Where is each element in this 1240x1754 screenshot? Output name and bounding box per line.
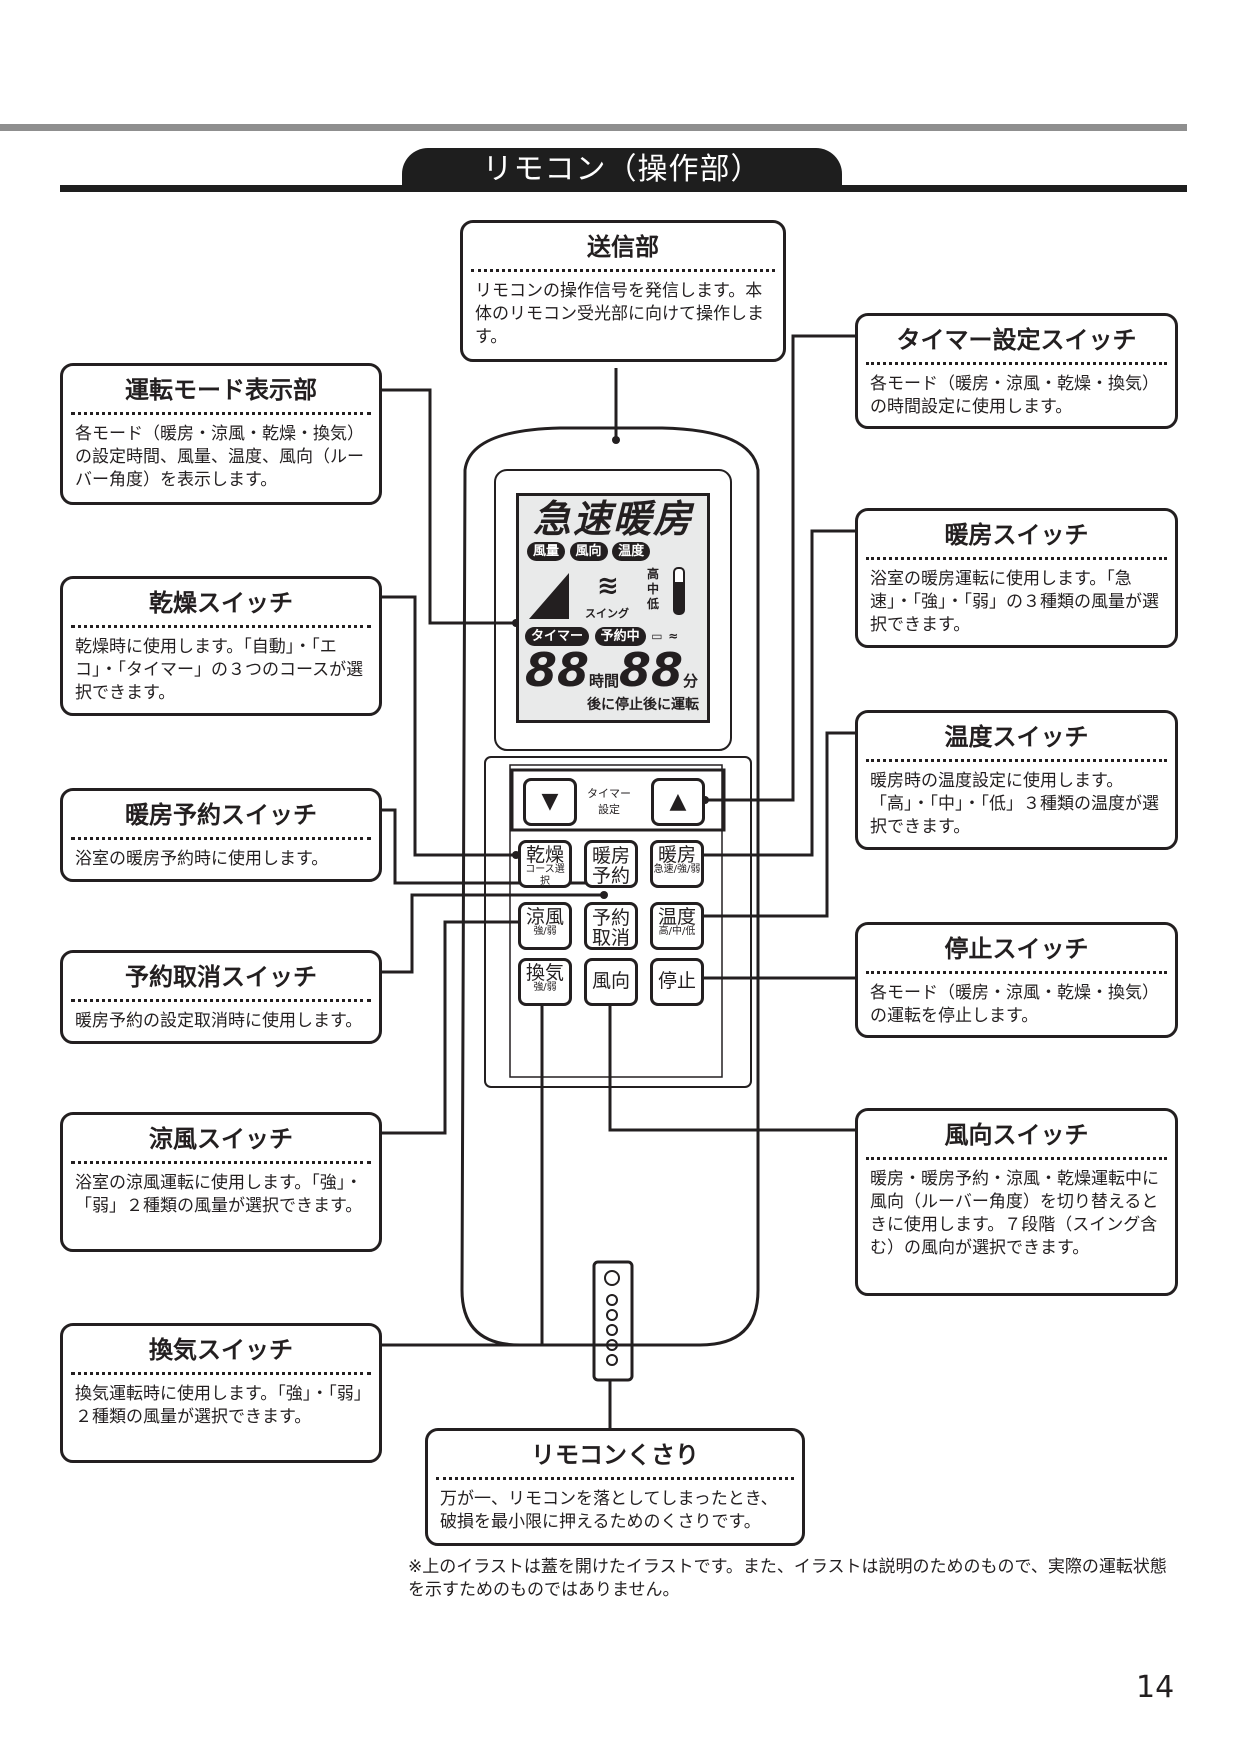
callout-title: 予約取消スイッチ	[71, 953, 371, 1002]
callout-desc: 万が一、リモコンを落としてしまったとき、破損を最小限に押えるためのくさりです。	[440, 1489, 778, 1532]
cool-button[interactable]: 涼風強/弱	[518, 902, 572, 950]
callout-dry-switch: 乾燥スイッチ 乾燥時に使用します。「自動」・「エコ」・「タイマー」の３つのコース…	[60, 576, 382, 716]
callout-cool-switch: 涼風スイッチ 浴室の涼風運転に使用します。「強」・「弱」２種類の風量が選択できま…	[60, 1112, 382, 1252]
callout-desc: リモコンの操作信号を発信します。本体のリモコン受光部に向けて操作します。	[475, 281, 764, 347]
callout-direction-switch: 風向スイッチ 暖房・暖房予約・涼風・乾燥運転中に風向（ルーバー角度）を切り替える…	[855, 1108, 1178, 1296]
callout-desc: 暖房予約の設定取消時に使用します。	[75, 1011, 363, 1031]
callout-desc: 暖房時の温度設定に使用します。「高」・「中」・「低」３種類の温度が選択できます。	[870, 771, 1159, 837]
callout-title: 風向スイッチ	[866, 1111, 1167, 1160]
lcd-digits: 88時間88分	[519, 646, 707, 694]
callout-transmitter: 送信部 リモコンの操作信号を発信します。本体のリモコン受光部に向けて操作します。	[460, 220, 786, 362]
cool-button-label: 涼風	[525, 906, 564, 928]
heat-reserve-button[interactable]: 暖房予約	[584, 840, 638, 888]
timer-label: タイマー設定	[587, 787, 631, 816]
vent-button-label: 換気	[525, 962, 564, 984]
callout-title: タイマー設定スイッチ	[866, 316, 1167, 365]
lcd-tags: 風量 風向 温度	[519, 542, 707, 561]
callout-desc: 換気運転時に使用します。「強」・「弱」２種類の風量が選択できます。	[75, 1384, 363, 1427]
callout-title: リモコンくさり	[436, 1431, 794, 1480]
heat-button-label: 暖房	[657, 844, 696, 866]
callout-title: 運転モード表示部	[71, 366, 371, 415]
battery-icon: ▭	[651, 629, 663, 643]
callout-desc: 浴室の涼風運転に使用します。「強」・「弱」２種類の風量が選択できます。	[75, 1173, 363, 1216]
dry-button[interactable]: 乾燥コース選択	[518, 840, 572, 888]
timer-up-button[interactable]: ▲	[651, 778, 705, 826]
direction-button[interactable]: 風向	[584, 958, 638, 1006]
lcd-unit-hour: 時間	[589, 672, 620, 690]
callout-desc: 暖房・暖房予約・涼風・乾燥運転中に風向（ルーバー角度）を切り替えるときに使用しま…	[870, 1169, 1159, 1258]
temp-button-label: 温度	[657, 906, 696, 928]
callout-desc: 浴室の暖房運転に使用します。「急速」・「強」・「弱」の３種類の風量が選択できます…	[870, 569, 1159, 635]
callout-heat-switch: 暖房スイッチ 浴室の暖房運転に使用します。「急速」・「強」・「弱」の３種類の風量…	[855, 508, 1178, 648]
reserve-cancel-button[interactable]: 予約取消	[584, 902, 638, 950]
temp-button[interactable]: 温度高/中/低	[650, 902, 704, 950]
callout-title: 換気スイッチ	[71, 1326, 371, 1375]
lcd-digits-right: 88	[619, 643, 684, 697]
callout-desc: 各モード（暖房・涼風・乾燥・換気）の設定時間、風量、温度、風向（ルーバー角度）を…	[75, 424, 364, 490]
thermometer-icon	[673, 567, 685, 615]
callout-title: 停止スイッチ	[866, 925, 1167, 974]
timer-down-button[interactable]: ▼	[523, 778, 577, 826]
footnote: ※上のイラストは蓋を開けたイラストです。また、イラストは説明のためのもので、実際…	[408, 1557, 1167, 1600]
lcd-bottom-text: 後に停止後に運転	[587, 697, 699, 713]
callout-title: 乾燥スイッチ	[71, 579, 371, 628]
cool-button-sub: 強/弱	[533, 926, 557, 937]
lcd-mode-text: 急速暖房	[532, 497, 693, 541]
callout-title: 暖房スイッチ	[866, 511, 1167, 560]
callout-desc: 乾燥時に使用します。「自動」・「エコ」・「タイマー」の３つのコースが選択できます…	[75, 637, 364, 703]
callout-title: 涼風スイッチ	[71, 1115, 371, 1164]
callout-mode-display: 運転モード表示部 各モード（暖房・涼風・乾燥・換気）の設定時間、風量、温度、風向…	[60, 363, 382, 505]
page-number: 14	[1136, 1670, 1175, 1705]
lcd-indicators: ≋ スイング 高 中 低	[519, 561, 707, 625]
callout-reserve-cancel-switch: 予約取消スイッチ 暖房予約の設定取消時に使用します。	[60, 950, 382, 1044]
stop-button[interactable]: 停止	[650, 958, 704, 1006]
top-gray-bar	[0, 124, 1187, 131]
signal-icon: ≈	[668, 629, 679, 643]
lcd-tag-timer: タイマー	[525, 627, 590, 646]
reserve-cancel-label: 予約取消	[591, 907, 630, 949]
callout-stop-switch: 停止スイッチ 各モード（暖房・涼風・乾燥・換気）の運転を停止します。	[855, 922, 1178, 1038]
callout-title: 暖房予約スイッチ	[71, 791, 371, 840]
title-rule	[60, 185, 1187, 192]
lcd-digits-left: 88	[525, 643, 590, 697]
heat-button[interactable]: 暖房急速/強/弱	[650, 840, 704, 888]
callout-vent-switch: 換気スイッチ 換気運転時に使用します。「強」・「弱」２種類の風量が選択できます。	[60, 1323, 382, 1463]
lcd-temp-mid: 中	[647, 582, 660, 596]
lcd-temp-high: 高	[647, 567, 660, 581]
lcd-tag-reserved: 予約中	[594, 627, 646, 646]
swing-icon: ≋	[597, 571, 619, 601]
vent-button[interactable]: 換気強/弱	[518, 958, 572, 1006]
temp-button-sub: 高/中/低	[658, 926, 696, 937]
callout-desc: 各モード（暖房・涼風・乾燥・換気）の時間設定に使用します。	[870, 374, 1159, 417]
lcd-display: 急速暖房 風量 風向 温度 ≋ スイング 高 中 低 タイマー 予約中 ▭ ≈ …	[516, 493, 710, 723]
lcd-tag-air: 風量	[527, 542, 566, 561]
fan-level-icon	[529, 573, 569, 619]
heat-button-sub: 急速/強/弱	[653, 864, 701, 875]
lcd-temp-low: 低	[647, 597, 660, 611]
callout-desc: 浴室の暖房予約時に使用します。	[75, 849, 329, 869]
lcd-tag-temp: 温度	[612, 542, 651, 561]
dry-button-label: 乾燥	[525, 844, 564, 866]
lcd-unit-min: 分	[683, 672, 699, 690]
callout-desc: 各モード（暖房・涼風・乾燥・換気）の運転を停止します。	[870, 983, 1159, 1026]
vent-button-sub: 強/弱	[533, 982, 557, 993]
callout-chain: リモコンくさり 万が一、リモコンを落としてしまったとき、破損を最小限に押えるため…	[425, 1428, 805, 1546]
lcd-timer-tags: タイマー 予約中 ▭ ≈	[519, 625, 707, 646]
page-title: リモコン（操作部）	[402, 148, 842, 188]
callout-title: 温度スイッチ	[866, 713, 1167, 762]
callout-title: 送信部	[471, 223, 775, 272]
lcd-tag-dir: 風向	[569, 542, 608, 561]
lcd-temp-levels: 高 中 低	[647, 567, 659, 612]
callout-heat-reserve-switch: 暖房予約スイッチ 浴室の暖房予約時に使用します。	[60, 788, 382, 882]
callout-temp-switch: 温度スイッチ 暖房時の温度設定に使用します。「高」・「中」・「低」３種類の温度が…	[855, 710, 1178, 850]
heat-reserve-label: 暖房予約	[591, 845, 630, 887]
lcd-swing: スイング	[585, 607, 629, 620]
callout-timer-switch: タイマー設定スイッチ 各モード（暖房・涼風・乾燥・換気）の時間設定に使用します。	[855, 313, 1178, 429]
dry-button-sub: コース選択	[525, 864, 565, 887]
